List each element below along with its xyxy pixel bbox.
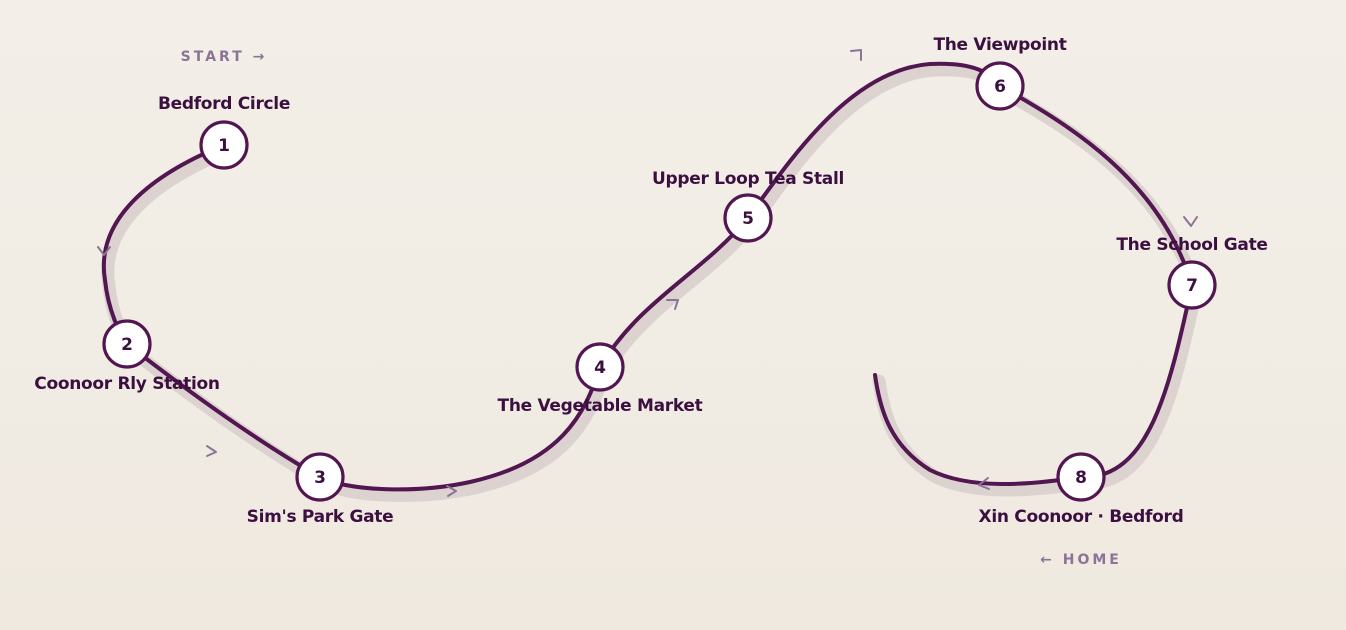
stop-label-8: Xin Coonoor · Bedford xyxy=(978,507,1184,527)
stop-label-6: The Viewpoint xyxy=(933,35,1067,55)
stop-circle xyxy=(1056,452,1106,502)
direction-chevron-icon xyxy=(1183,216,1198,227)
start-label: START → xyxy=(180,49,268,65)
stop-number: 3 xyxy=(314,468,326,488)
stop-label-4: The Vegetable Market xyxy=(497,396,703,416)
stop-marker-1[interactable]: 1 xyxy=(199,120,249,170)
stop-marker-4[interactable]: 4 xyxy=(575,342,625,392)
stop-label-5: Upper Loop Tea Stall xyxy=(651,169,845,189)
stop-circle xyxy=(723,193,773,243)
direction-chevron-icon xyxy=(978,477,990,490)
direction-chevron-icon xyxy=(97,246,111,256)
route-line xyxy=(101,61,1194,492)
route-shadow-group xyxy=(101,63,1203,502)
stop-number: 5 xyxy=(742,209,754,229)
stop-marker-2[interactable]: 2 xyxy=(102,319,152,369)
stop-circle xyxy=(102,319,152,369)
stop-marker-3[interactable]: 3 xyxy=(295,452,345,502)
route-shadow xyxy=(101,63,1203,502)
direction-chevron-icon xyxy=(850,49,862,61)
stop-label-3: Sim's Park Gate xyxy=(246,507,394,527)
home-label: ← HOME xyxy=(1040,552,1122,568)
stop-circle xyxy=(975,61,1025,111)
stop-circle xyxy=(295,452,345,502)
stop-number: 4 xyxy=(594,358,606,378)
direction-chevron-icon xyxy=(666,299,679,310)
stop-marker-8[interactable]: 8 xyxy=(1056,452,1106,502)
stop-number: 7 xyxy=(1186,276,1198,296)
stop-number: 2 xyxy=(121,335,133,355)
direction-chevron-icon xyxy=(206,445,217,457)
stop-circle xyxy=(575,342,625,392)
stop-marker-5[interactable]: 5 xyxy=(723,193,773,243)
stop-label-2: Coonoor Rly Station xyxy=(34,374,220,394)
stop-marker-7[interactable]: 7 xyxy=(1167,260,1217,310)
stop-label-7: The School Gate xyxy=(1116,235,1268,255)
stop-marker-6[interactable]: 6 xyxy=(975,61,1025,111)
stop-circle xyxy=(199,120,249,170)
stop-label-1: Bedford Circle xyxy=(157,94,291,114)
stop-number: 8 xyxy=(1075,468,1087,488)
stop-circle xyxy=(1167,260,1217,310)
direction-chevron-icon xyxy=(446,485,457,497)
stop-number: 1 xyxy=(218,136,230,156)
stop-number: 6 xyxy=(994,77,1006,97)
